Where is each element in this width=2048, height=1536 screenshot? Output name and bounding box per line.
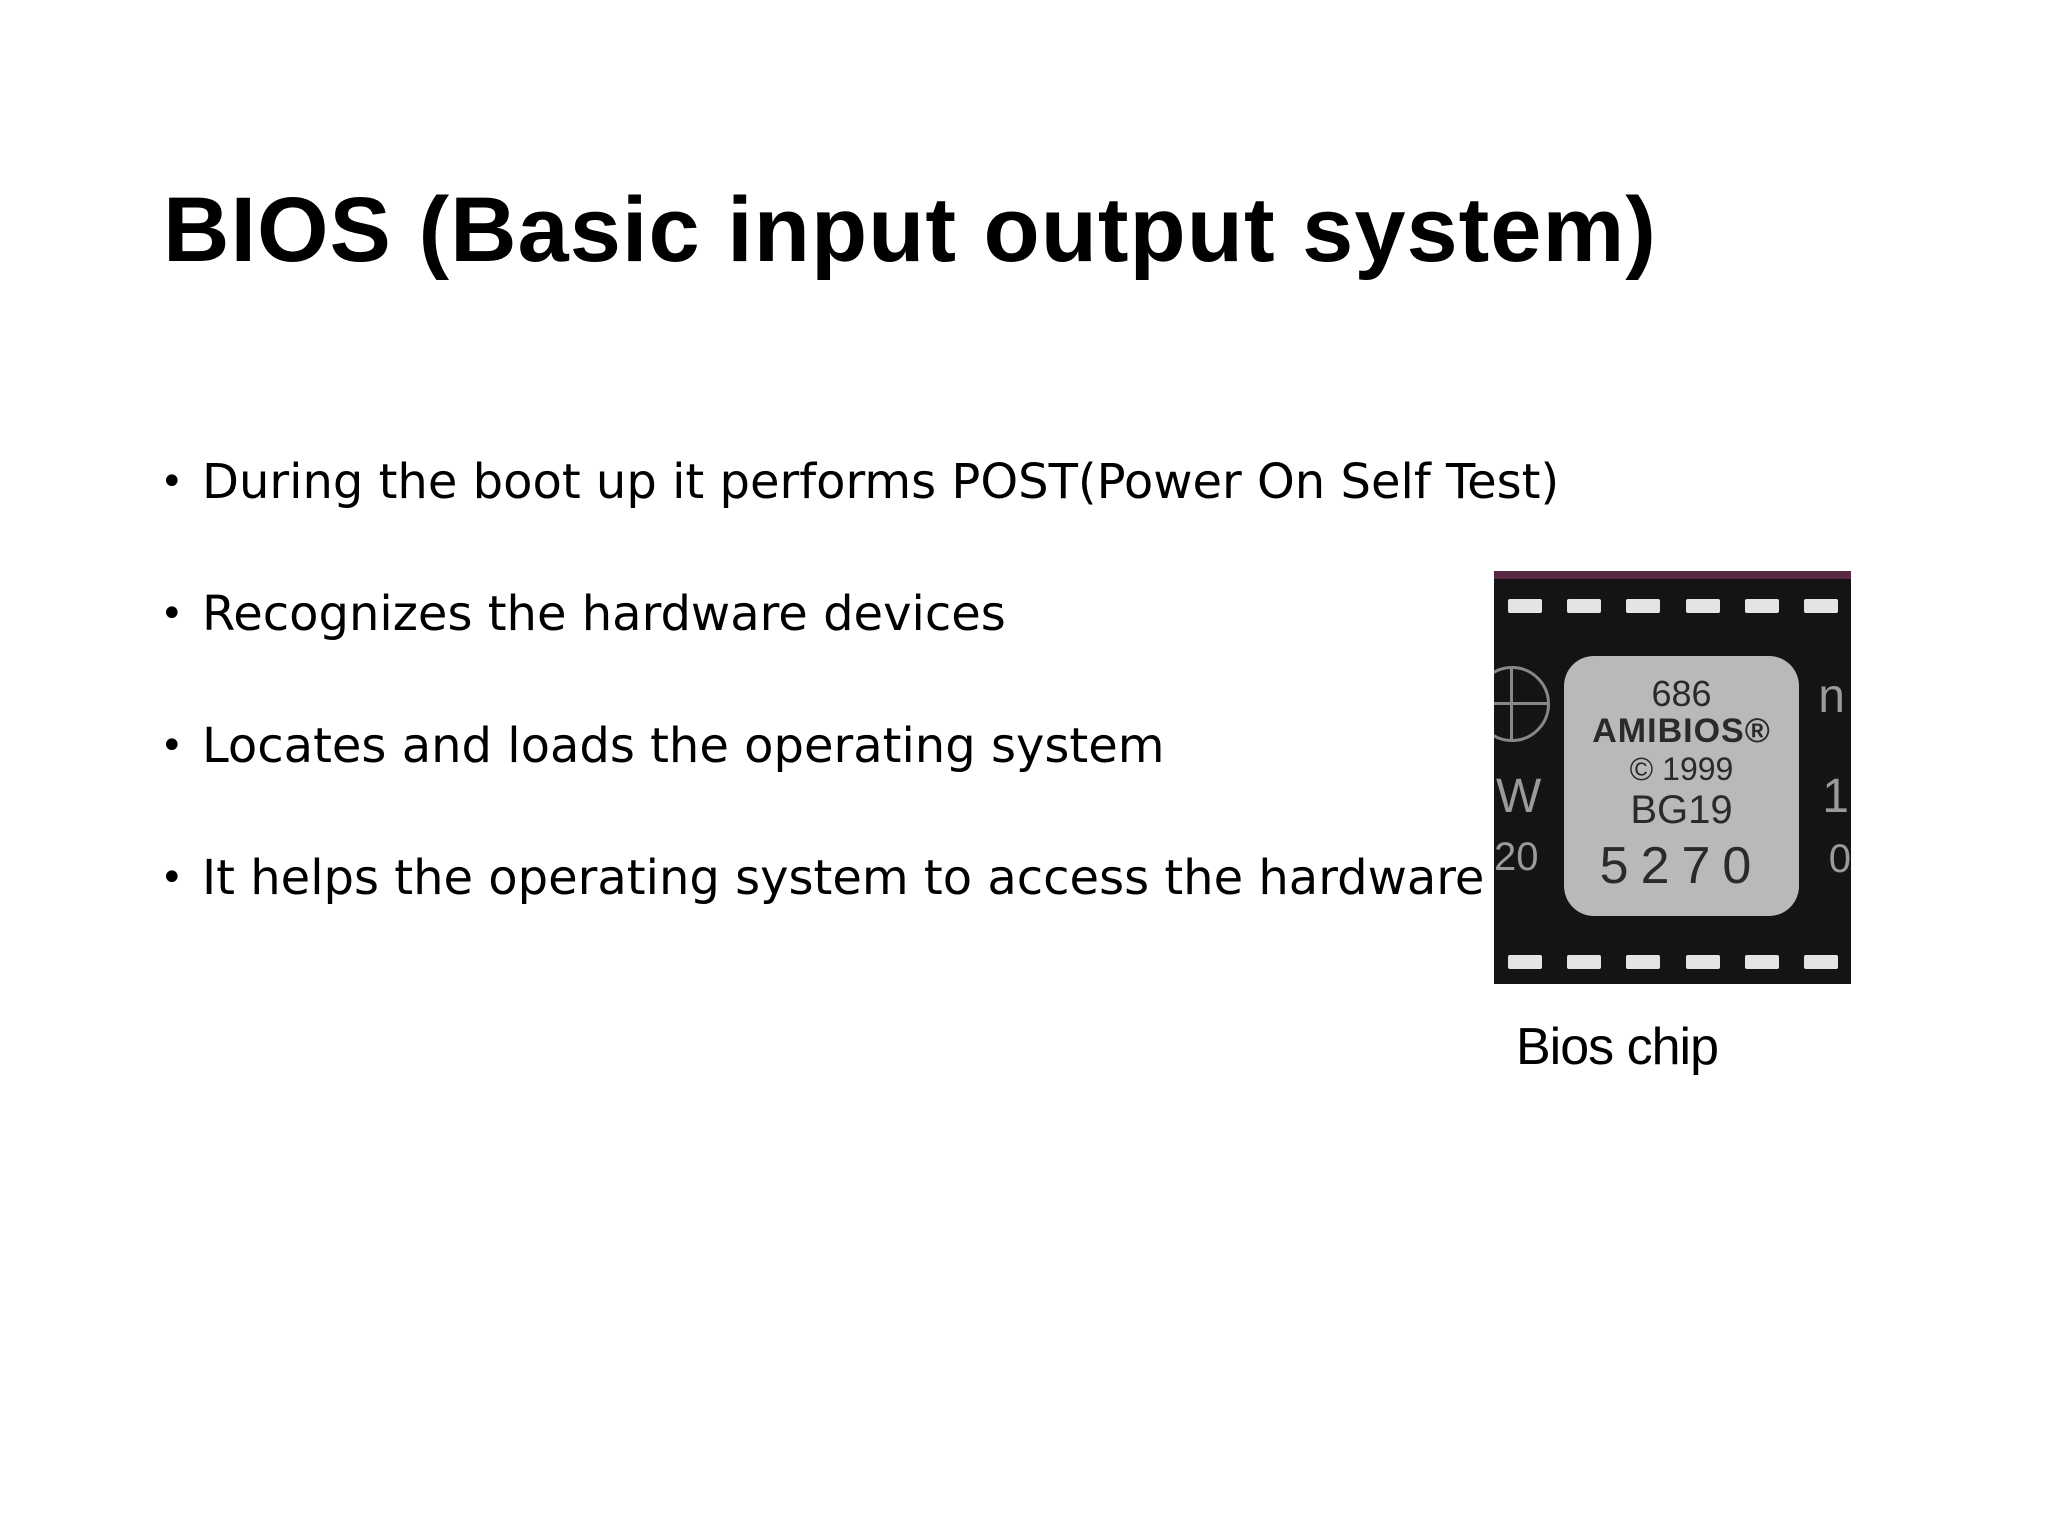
chip-edge-text: n (1818, 670, 1845, 723)
chip-edge-text: 1 (1822, 770, 1849, 823)
chip-pin (1508, 599, 1542, 613)
chip-edge-text: 20 (1494, 835, 1539, 879)
bullet-text: Recognizes the hardware devices (202, 586, 1006, 642)
chip-pin (1508, 955, 1542, 969)
chip-edge-text: 0 (1828, 837, 1851, 881)
chip-pin (1803, 599, 1838, 613)
chip-pins-top (1508, 599, 1838, 621)
bullet-text: It helps the operating system to access … (202, 850, 1485, 906)
chip-pin (1685, 955, 1720, 969)
bios-chip-image: W 20 n 1 0 686 AMIBIOS® © 1999 BG19 5270 (1494, 571, 1851, 984)
chip-pin (1744, 955, 1779, 969)
bullet-item: • During the boot up it performs POST(Po… (160, 452, 1559, 584)
bullet-text: Locates and loads the operating system (202, 718, 1165, 774)
bullet-text: During the boot up it performs POST(Powe… (202, 454, 1560, 510)
chip-label-line: 5270 (1599, 837, 1764, 895)
figure-caption: Bios chip (1516, 1018, 1719, 1076)
chip-pin (1626, 599, 1661, 613)
slide-title: BIOS (Basic input output system) (163, 179, 1657, 281)
bullet-dot: • (160, 723, 184, 769)
chip-label-line: 686 (1651, 673, 1712, 714)
bullet-dot: • (160, 459, 184, 505)
chip-pin (1626, 955, 1661, 969)
bullet-item: • Recognizes the hardware devices (160, 584, 1559, 716)
chip-pins-bottom (1508, 955, 1838, 977)
chip-pin (1685, 599, 1720, 613)
bullet-item: • It helps the operating system to acces… (160, 848, 1559, 980)
chip-pin (1744, 599, 1779, 613)
chip-label-line: BG19 (1630, 788, 1733, 832)
bullet-list: • During the boot up it performs POST(Po… (160, 452, 1559, 980)
chip-pin (1567, 599, 1602, 613)
bullet-dot: • (160, 591, 184, 637)
chip-edge-text: W (1496, 770, 1542, 823)
chip-label-sticker: 686 AMIBIOS® © 1999 BG19 5270 (1564, 656, 1799, 916)
chip-label-line: © 1999 (1629, 751, 1734, 787)
chip-pin (1567, 955, 1602, 969)
globe-logo-icon (1494, 666, 1550, 742)
bullet-dot: • (160, 855, 184, 901)
chip-label-line: AMIBIOS® (1592, 712, 1771, 750)
chip-pin (1803, 955, 1838, 969)
bullet-item: • Locates and loads the operating system (160, 716, 1559, 848)
board-edge (1494, 571, 1851, 579)
